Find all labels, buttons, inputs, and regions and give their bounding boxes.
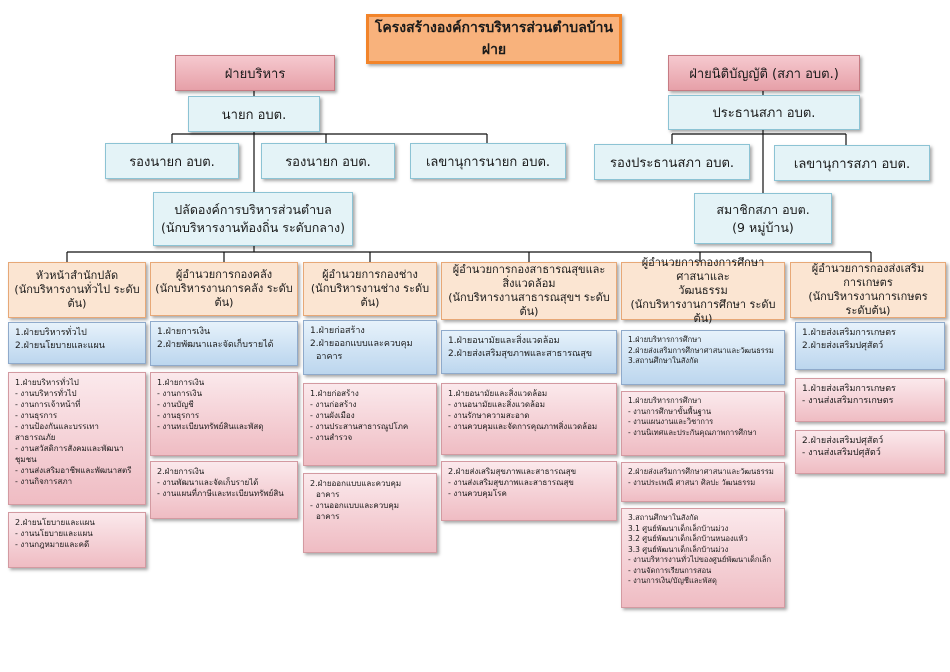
dept-health-head: ผู้อำนวยการกองสาธารณสุขและ สิ่งแวดล้อม (…	[441, 262, 617, 320]
dept-health-detail-2: 2.ฝ่ายส่งเสริมสุขภาพและสาธารณสุข - งานส่…	[441, 461, 617, 521]
deputy-mayor-box-2: รองนายก อบต.	[261, 143, 395, 179]
legislative-branch-label: ฝ่ายนิติบัญญัติ (สภา อบต.)	[668, 55, 860, 91]
dept-education-detail-1: 1.ฝ่ายบริหารการศึกษา - งานการศึกษาขั้นพื…	[621, 391, 785, 456]
mayor-secretary-box: เลขานุการนายก อบต.	[410, 143, 566, 179]
dept-education-summary: 1.ฝ่ายบริหารการศึกษา 2.ฝ่ายส่งเสริมการศึ…	[621, 330, 785, 385]
council-president-box: ประธานสภา อบต.	[668, 95, 860, 130]
dept-finance-head: ผู้อำนวยการกองคลัง(นักบริหารงานการคลัง ร…	[150, 262, 298, 316]
chart-title: โครงสร้างองค์การบริหารส่วนตำบลบ้านฝาย	[366, 14, 622, 64]
council-vice-president-box: รองประธานสภา อบต.	[594, 144, 750, 180]
deputy-mayor-box-1: รองนายก อบต.	[105, 143, 239, 179]
dept-education-head: ผู้อำนวยการกองการศึกษา ศาสนาและ วัฒนธรรม…	[621, 256, 785, 325]
dept-education-detail-2: 2.ฝ่ายส่งเสริมการศึกษาศาสนาและวัฒนธรรม -…	[621, 462, 785, 502]
dept-engineering-detail-2: 2.ฝ่ายออกแบบและควบคุม อาคาร - งานออกแบบแ…	[303, 473, 437, 553]
dept-palad-office-detail-2: 2.ฝ่ายนโยบายและแผน - งานนโยบายและแผน - ง…	[8, 512, 146, 568]
council-members-box: สมาชิกสภา อบต. (9 หมู่บ้าน)	[694, 193, 832, 244]
dept-palad-office-head: หัวหน้าสำนักปลัด(นักบริหารงานทั่วไป ระดั…	[8, 262, 146, 318]
dept-education-detail-3: 3.สถานศึกษาในสังกัด 3.1 ศูนย์พัฒนาเด็กเล…	[621, 508, 785, 608]
dept-agriculture-detail-1: 1.ฝ่ายส่งเสริมการเกษตร - งานส่งเสริมการเ…	[795, 378, 945, 422]
dept-engineering-head: ผู้อำนวยการกองช่าง(นักบริหารงานช่าง ระดั…	[303, 262, 437, 316]
dept-agriculture-detail-2: 2.ฝ่ายส่งเสริมปศุสัตว์ - งานส่งเสริมปศุส…	[795, 430, 945, 474]
mayor-box: นายก อบต.	[188, 96, 320, 132]
council-secretary-box: เลขานุการสภา อบต.	[774, 145, 930, 181]
dept-engineering-summary: 1.ฝ่ายก่อสร้าง 2.ฝ่ายออกแบบและควบคุม อาค…	[303, 320, 437, 375]
dept-finance-detail-1: 1.ฝ่ายการเงิน - งานการเงิน - งานบัญชี - …	[150, 372, 298, 456]
dept-engineering-detail-1: 1.ฝ่ายก่อสร้าง - งานก่อสร้าง - งานผังเมื…	[303, 383, 437, 466]
dept-finance-detail-2: 2.ฝ่ายการเงิน - งานพัฒนาและจัดเก็บรายได้…	[150, 461, 298, 519]
dept-agriculture-head: ผู้อำนวยการกองส่งเสริมการเกษตร(นักบริหาร…	[790, 262, 946, 318]
dept-palad-office-detail-1: 1.ฝ่ายบริหารทั่วไป - งานบริหารทั่วไป - ง…	[8, 372, 146, 505]
palad-box: ปลัดองค์การบริหารส่วนตำบล (นักบริหารงานท…	[153, 192, 353, 246]
dept-health-detail-1: 1.ฝ่ายอนามัยและสิ่งแวดล้อม - งานอนามัยแล…	[441, 383, 617, 455]
executive-branch-label: ฝ่ายบริหาร	[175, 55, 335, 91]
